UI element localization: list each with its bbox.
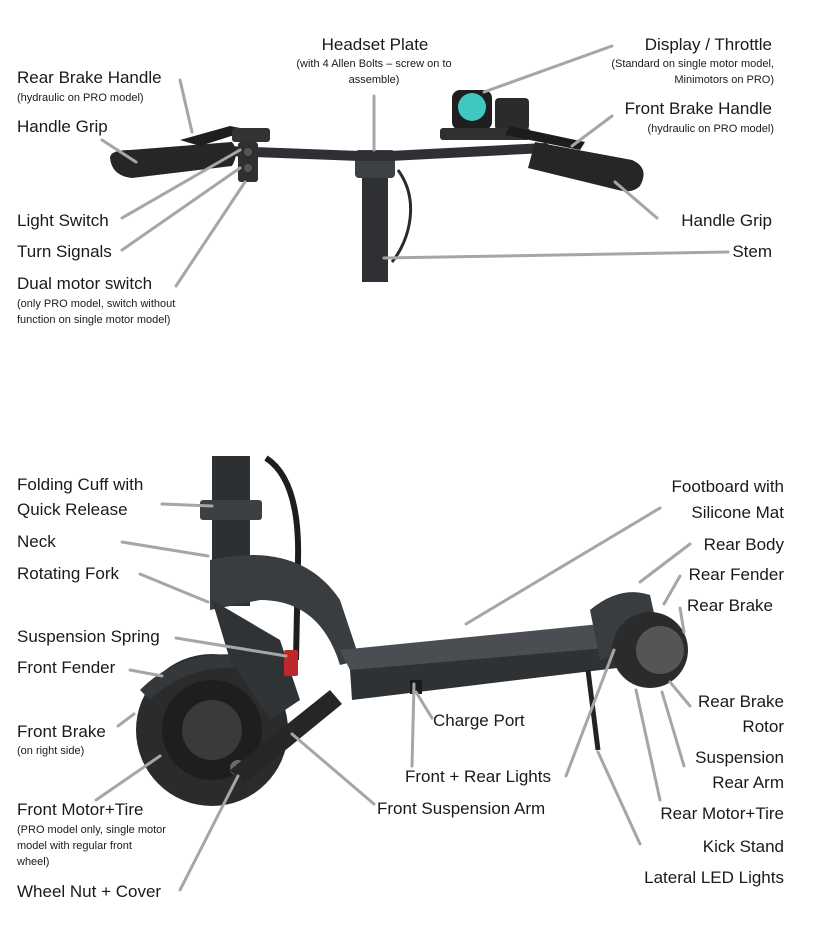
- note-dual-motor-switch: (only PRO model, switch without function…: [17, 298, 176, 326]
- label-suspension-rear-arm-line2: Rear Arm: [712, 773, 784, 792]
- left-control-housing: [232, 128, 270, 142]
- cable: [390, 169, 412, 263]
- label-rotating-fork: Rotating Fork: [17, 564, 120, 583]
- note-front-brake: (on right side): [17, 745, 85, 757]
- front-brake-lever: [505, 126, 585, 150]
- label-front-brake-handle: Front Brake Handle: [624, 99, 772, 118]
- turn-signal-knob: [244, 164, 252, 172]
- label-kick-stand: Kick Stand: [702, 837, 784, 856]
- note-rear-brake-handle: (hydraulic on PRO model): [17, 92, 144, 104]
- label-wheel-nut-cover: Wheel Nut + Cover: [17, 882, 162, 901]
- label-rear-brake: Rear Brake: [687, 596, 773, 615]
- folding-cuff-part: [200, 500, 262, 520]
- right-grip: [528, 142, 644, 192]
- handlebar-tube: [195, 143, 550, 161]
- label-rear-brake-handle: Rear Brake Handle: [17, 68, 162, 87]
- label-rear-brake-rotor-line1: Rear Brake: [698, 692, 784, 711]
- left-grip: [110, 142, 236, 178]
- deck-side: [350, 645, 642, 700]
- label-folding-cuff-line1: Folding Cuff with: [17, 475, 144, 494]
- label-turn-signals: Turn Signals: [17, 242, 112, 261]
- stem-tube: [362, 160, 388, 282]
- label-front-suspension-arm: Front Suspension Arm: [377, 799, 546, 818]
- scooter-illustration: [136, 455, 688, 806]
- handlebar-illustration: [110, 90, 644, 282]
- label-front-fender: Front Fender: [17, 658, 116, 677]
- label-suspension-spring: Suspension Spring: [17, 627, 160, 646]
- label-light-switch: Light Switch: [17, 211, 109, 230]
- leader-lines: [94, 44, 730, 892]
- label-footboard-line1: Footboard with: [671, 477, 784, 496]
- label-handle-grip-right: Handle Grip: [681, 211, 772, 230]
- display-screen: [458, 93, 486, 121]
- label-front-rear-lights: Front + Rear Lights: [405, 767, 551, 786]
- label-lateral-led-lights: Lateral LED Lights: [644, 868, 784, 887]
- label-handle-grip-left: Handle Grip: [17, 117, 108, 136]
- note-front-motor-tire: (PRO model only, single motor model with…: [17, 824, 166, 868]
- rear-brake-rotor-part: [636, 626, 684, 674]
- label-front-motor-tire: Front Motor+Tire: [17, 800, 144, 819]
- front-suspension-arm-part: [230, 690, 342, 784]
- label-rear-brake-rotor-line2: Rotor: [742, 717, 784, 736]
- label-front-brake: Front Brake: [17, 722, 106, 741]
- label-folding-cuff-line2: Quick Release: [17, 500, 128, 519]
- suspension-spring-part: [284, 650, 298, 676]
- switch-block: [238, 142, 258, 182]
- label-display-throttle: Display / Throttle: [644, 35, 772, 54]
- label-dual-motor-switch: Dual motor switch: [17, 274, 153, 293]
- label-headset-plate: Headset Plate: [321, 35, 429, 54]
- label-rear-motor-tire: Rear Motor+Tire: [660, 804, 784, 823]
- fork: [212, 600, 300, 720]
- label-footboard-line2: Silicone Mat: [691, 503, 784, 522]
- front-brake-disc: [182, 700, 242, 760]
- neck-arch: [210, 555, 360, 665]
- label-rear-fender: Rear Fender: [688, 565, 784, 584]
- label-rear-body: Rear Body: [703, 535, 784, 554]
- brake-cable: [264, 455, 302, 661]
- label-suspension-rear-arm-line1: Suspension: [695, 748, 784, 767]
- note-front-brake-handle: (hydraulic on PRO model): [647, 123, 774, 135]
- throttle-block: [495, 98, 529, 130]
- note-headset-plate: (with 4 Allen Bolts – screw on to assemb…: [296, 58, 452, 86]
- label-stem: Stem: [732, 242, 772, 261]
- kick-stand-part: [585, 669, 601, 751]
- note-display-throttle: (Standard on single motor model, Minimot…: [611, 58, 774, 86]
- label-neck: Neck: [17, 532, 56, 551]
- label-charge-port: Charge Port: [433, 711, 525, 730]
- light-switch-knob: [244, 148, 252, 156]
